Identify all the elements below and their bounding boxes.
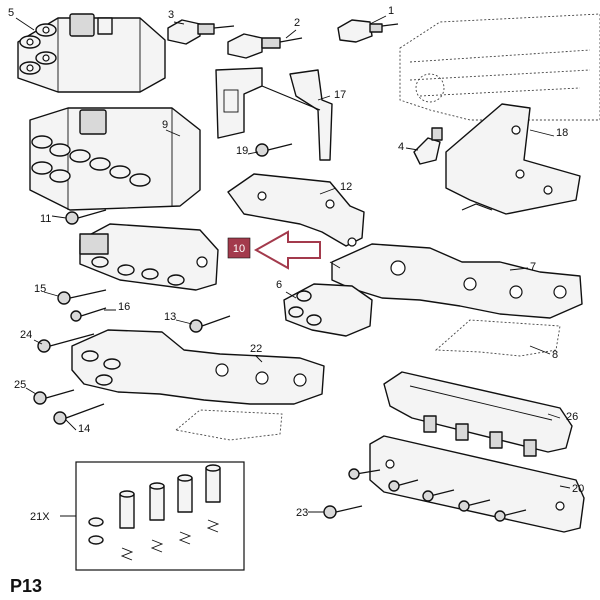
injectors bbox=[348, 468, 527, 522]
callout-12: 12 bbox=[340, 181, 352, 193]
callout-13: 13 bbox=[164, 311, 176, 323]
callout-25: 25 bbox=[14, 379, 26, 391]
callout-16: 16 bbox=[118, 301, 130, 313]
callout-22: 22 bbox=[250, 343, 262, 355]
callout-17: 17 bbox=[334, 89, 346, 101]
callout-3: 3 bbox=[168, 9, 174, 21]
callout-5: 5 bbox=[8, 7, 14, 19]
part-10-ignition-module bbox=[79, 223, 219, 291]
part-10-callout-highlight: 10 bbox=[227, 230, 321, 270]
coil-towers bbox=[31, 135, 151, 187]
intake-manifold-outline bbox=[399, 13, 600, 121]
callout-7: 7 bbox=[530, 261, 536, 273]
callout-23: 23 bbox=[296, 507, 308, 519]
callout-19: 19 bbox=[236, 145, 248, 157]
part-12-bracket bbox=[227, 173, 365, 247]
part-14-bolt bbox=[53, 403, 105, 425]
kit-nozzles bbox=[119, 464, 221, 529]
part-18-bracket bbox=[445, 103, 581, 215]
sheet-label: P13 bbox=[10, 576, 42, 596]
part-19-screw bbox=[255, 143, 293, 157]
callout-11: 11 bbox=[40, 213, 51, 225]
kit-springs bbox=[120, 519, 220, 561]
part-9-coil-pack bbox=[29, 107, 201, 211]
callout-4: 4 bbox=[398, 141, 404, 153]
part-1-sensor bbox=[337, 19, 399, 43]
part-22-module bbox=[71, 329, 325, 405]
callout-15: 15 bbox=[34, 283, 46, 295]
callout-21x: 21X bbox=[30, 511, 50, 523]
part-4-sensor bbox=[413, 127, 443, 165]
callout-8: 8 bbox=[552, 349, 558, 361]
part-7-distributor bbox=[329, 243, 583, 319]
part-6-small-distributor bbox=[283, 283, 373, 337]
part-2-sensor bbox=[227, 33, 303, 59]
callout-14: 14 bbox=[78, 423, 90, 435]
callout-24: 24 bbox=[20, 329, 32, 341]
part-22-gasket bbox=[174, 409, 283, 441]
part-3-sensor bbox=[167, 19, 235, 45]
part-11-bolt bbox=[65, 209, 107, 225]
callout-26: 26 bbox=[566, 411, 578, 423]
part-21x-kit-box bbox=[75, 461, 245, 571]
part-15-bolt bbox=[57, 289, 107, 305]
part-13-bolt bbox=[189, 315, 231, 333]
callout-6: 6 bbox=[276, 279, 282, 291]
callout-numbers: 5 3 2 1 17 9 18 4 19 12 11 7 6 15 16 13 … bbox=[8, 5, 584, 523]
part-26-fuel-rail bbox=[383, 371, 573, 457]
part-23-bolt bbox=[323, 505, 363, 519]
kit-seals bbox=[88, 517, 104, 545]
part-5-ignition-coil bbox=[17, 13, 166, 93]
part-16-bolt bbox=[70, 307, 107, 322]
callout-10: 10 bbox=[233, 243, 245, 255]
part-17-bracket bbox=[215, 67, 333, 161]
leader-lines bbox=[15, 15, 571, 517]
pointer-arrow-icon bbox=[253, 230, 321, 270]
callout-1: 1 bbox=[388, 5, 394, 17]
part-20-injector-rail bbox=[348, 435, 585, 533]
part-25-bolt bbox=[33, 389, 75, 405]
callout-9: 9 bbox=[162, 119, 168, 131]
callout-20: 20 bbox=[572, 483, 584, 495]
callout-2: 2 bbox=[294, 17, 300, 29]
callout-18: 18 bbox=[556, 127, 568, 139]
part-8-gasket bbox=[434, 319, 561, 357]
